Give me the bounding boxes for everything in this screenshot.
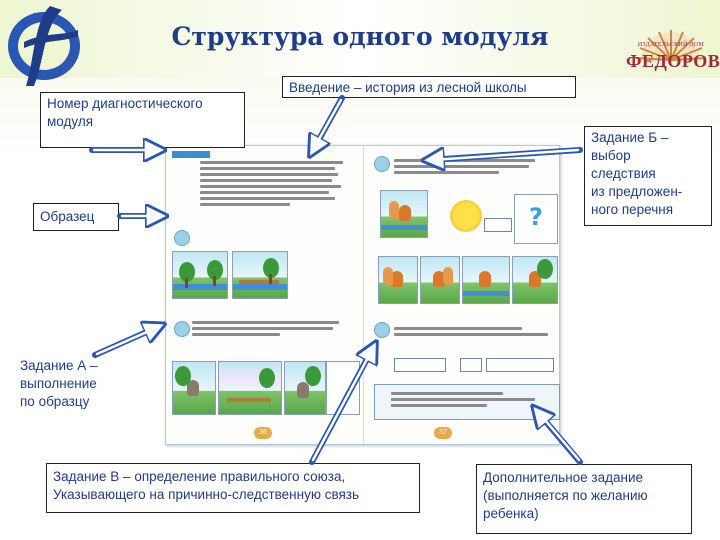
callout-task-b-line-5: ного перечня	[591, 201, 705, 219]
sun-icon	[450, 200, 482, 232]
callout-diagnostic-number-text: Номер диагностического модуля	[47, 96, 203, 129]
task-v-field-3	[486, 358, 554, 372]
stylized-f-logo-icon	[4, 2, 90, 88]
question-frame: ?	[514, 194, 558, 244]
choice-picture-2	[420, 256, 460, 304]
callout-extra-task: Дополнительное задание (выполняется по ж…	[476, 464, 692, 534]
task-a-empty-frame	[326, 361, 360, 415]
choice-picture-1	[378, 256, 418, 304]
publisher-small-label: ИЗДАТЕЛЬСКИЙ ДОМ	[626, 42, 716, 48]
arrow-task-a	[95, 326, 160, 355]
introduction-text	[200, 158, 350, 209]
task-a-picture-1	[172, 361, 216, 415]
extra-task-box	[374, 384, 560, 420]
sample-picture-2	[232, 251, 288, 299]
callout-task-v: Задание В – определение правильного союз…	[46, 463, 420, 513]
task-a-badge	[174, 321, 190, 337]
module-number-bar	[172, 151, 210, 158]
callout-sample: Образец	[33, 203, 119, 231]
task-b-text	[394, 156, 544, 177]
page-number-right: 37	[434, 427, 452, 439]
task-v-badge	[374, 322, 390, 338]
callout-task-v-line-2: Указывающего на причинно-следственную св…	[53, 486, 413, 504]
callout-extra-task-line-1: Дополнительное задание	[483, 469, 685, 487]
task-a-picture-2	[218, 361, 282, 415]
callout-task-a-line-2: выполнение	[20, 375, 118, 393]
task-b-badge	[374, 156, 390, 172]
callout-task-b-line-1: Задание Б –	[591, 129, 705, 147]
task-v-field-2	[460, 358, 482, 372]
choice-picture-3	[462, 256, 510, 304]
textbook-page-right: ? 37	[363, 146, 560, 444]
textbook-spread: 36 ?	[165, 145, 560, 445]
publisher-name: ФЕДОРОВ	[626, 51, 716, 72]
task-a-text	[192, 318, 352, 339]
callout-task-b-line-4: из предложен-	[591, 183, 705, 201]
task-a-picture-3	[284, 361, 326, 415]
task-badge	[174, 230, 190, 246]
page-title: Структура одного модуля	[150, 22, 570, 51]
callout-introduction: Введение – история из лесной школы	[282, 76, 576, 98]
callout-sample-text: Образец	[40, 209, 94, 224]
task-b-picture	[380, 190, 428, 238]
callout-diagnostic-number: Номер диагностического модуля	[40, 92, 245, 148]
choice-picture-4	[512, 256, 558, 304]
arrow-introduction	[312, 98, 342, 152]
task-v-text	[394, 324, 554, 339]
callout-task-a: Задание А – выполнение по образцу	[14, 355, 124, 417]
callout-task-a-line-1: Задание А –	[20, 357, 118, 375]
page-number-left: 36	[254, 427, 272, 439]
question-mark-icon: ?	[529, 203, 543, 231]
callout-task-b-line-3: следствия	[591, 165, 705, 183]
callout-task-b-line-2: выбор	[591, 147, 705, 165]
callout-task-b: Задание Б – выбор следствия из предложен…	[584, 126, 712, 226]
callout-extra-task-line-2: (выполняется по желанию	[483, 487, 685, 505]
answer-option-box	[484, 218, 512, 232]
sample-picture-1	[172, 251, 228, 299]
callout-extra-task-line-3: ребенка)	[483, 505, 685, 523]
callout-task-v-line-1: Задание В – определение правильного союз…	[53, 468, 413, 486]
textbook-page-left: 36	[166, 146, 362, 444]
callout-introduction-text: Введение – история из лесной школы	[289, 80, 527, 95]
task-v-field-1	[394, 358, 446, 372]
callout-task-a-line-3: по образцу	[20, 393, 118, 411]
